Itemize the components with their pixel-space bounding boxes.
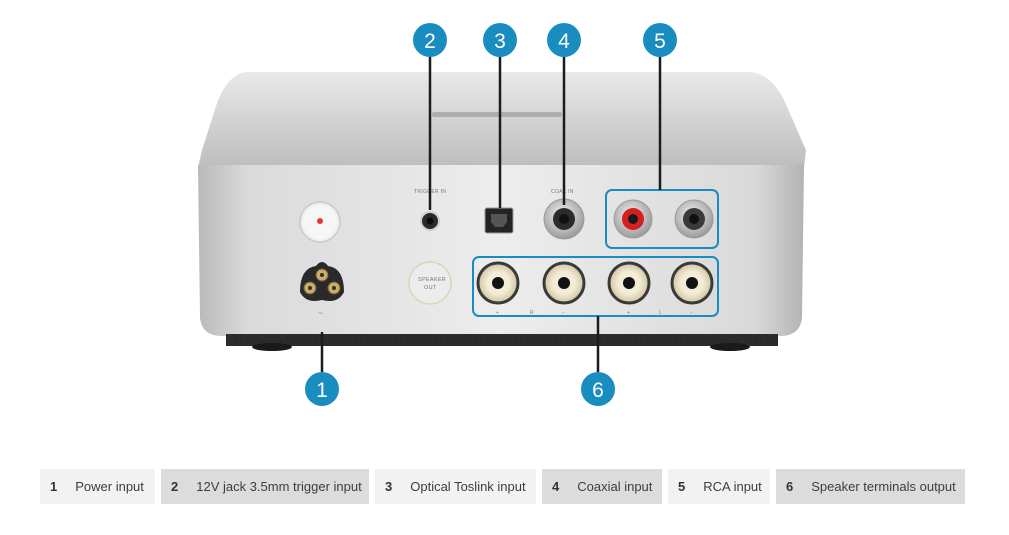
power-button: [299, 201, 341, 243]
legend-label: Power input: [75, 479, 144, 494]
terminal-label-r: R: [530, 310, 534, 316]
legend-label: 12V jack 3.5mm trigger input: [196, 479, 362, 494]
brand-logo-strip: [432, 112, 562, 117]
rubber-foot-left: [252, 343, 292, 351]
speaker-out-label-line2: OUT: [424, 285, 437, 291]
rca-port-right: [613, 199, 653, 239]
trigger-jack: [420, 211, 440, 231]
legend-number: 5: [678, 479, 686, 494]
legend-label: RCA input: [703, 479, 762, 494]
speaker-terminal-right-minus: [542, 261, 586, 305]
terminal-label-l-minus: −: [690, 310, 693, 316]
ventilation-slots: [226, 334, 778, 344]
device-rear-face: [198, 165, 804, 336]
callout-1: 1: [305, 372, 339, 406]
power-led: [317, 218, 323, 224]
legend-number: 2: [171, 479, 179, 494]
device-top-surface: [198, 72, 806, 168]
legend: 1 Power input 2 12V jack 3.5mm trigger i…: [40, 469, 965, 504]
callout-2: 2: [413, 23, 447, 57]
speaker-out-badge: [408, 261, 452, 305]
device-body: [198, 72, 806, 351]
rubber-foot-right: [710, 343, 750, 351]
coaxial-port: [543, 198, 585, 240]
callout-4: 4: [547, 23, 581, 57]
legend-label: Speaker terminals output: [811, 479, 956, 494]
legend-item-rca-input: 5 RCA input: [668, 469, 770, 504]
callout-number-2: 2: [424, 30, 436, 53]
terminal-label-r-plus: +: [496, 310, 499, 316]
legend-item-optical-input: 3 Optical Toslink input: [375, 469, 536, 504]
terminal-label-l-plus: +: [627, 310, 630, 316]
rca-highlight-frame: [605, 189, 719, 249]
callout-number-5: 5: [654, 30, 666, 53]
callout-number-1: 1: [316, 379, 328, 402]
speaker-terminal-left-plus: [607, 261, 651, 305]
callout-leader-lines: [320, 56, 662, 372]
legend-number: 1: [50, 479, 58, 494]
ac-symbol: ~: [318, 308, 324, 318]
legend-label: Coaxial input: [577, 479, 653, 494]
power-input-socket: [300, 262, 344, 301]
device-rear-panel-diagram: ~ TRIGGER IN COAX IN SPEAKER OUT: [198, 23, 806, 406]
legend-number: 6: [786, 479, 794, 494]
callout-6: 6: [581, 372, 615, 406]
legend-item-trigger-input: 2 12V jack 3.5mm trigger input: [161, 469, 369, 504]
legend-item-speaker-output: 6 Speaker terminals output: [776, 469, 965, 504]
callout-number-4: 4: [558, 30, 570, 53]
callout-number-3: 3: [494, 30, 506, 53]
legend-item-power-input: 1 Power input: [40, 469, 155, 504]
terminal-label-l: L: [659, 310, 662, 316]
optical-toslink-port: [484, 207, 514, 234]
callout-number-6: 6: [592, 379, 604, 402]
speaker-terminals-highlight-frame: [472, 256, 719, 317]
rca-port-left: [674, 199, 714, 239]
speaker-out-label-line1: SPEAKER: [418, 277, 446, 283]
coax-in-label: COAX IN: [551, 189, 574, 195]
legend-number: 4: [552, 479, 560, 494]
callout-5: 5: [643, 23, 677, 57]
terminal-label-r-minus: −: [562, 310, 565, 316]
speaker-terminal-left-minus: [670, 261, 714, 305]
callout-3: 3: [483, 23, 517, 57]
legend-number: 3: [385, 479, 393, 494]
speaker-terminal-right-plus: [476, 261, 520, 305]
legend-label: Optical Toslink input: [410, 479, 526, 494]
legend-item-coaxial-input: 4 Coaxial input: [542, 469, 662, 504]
